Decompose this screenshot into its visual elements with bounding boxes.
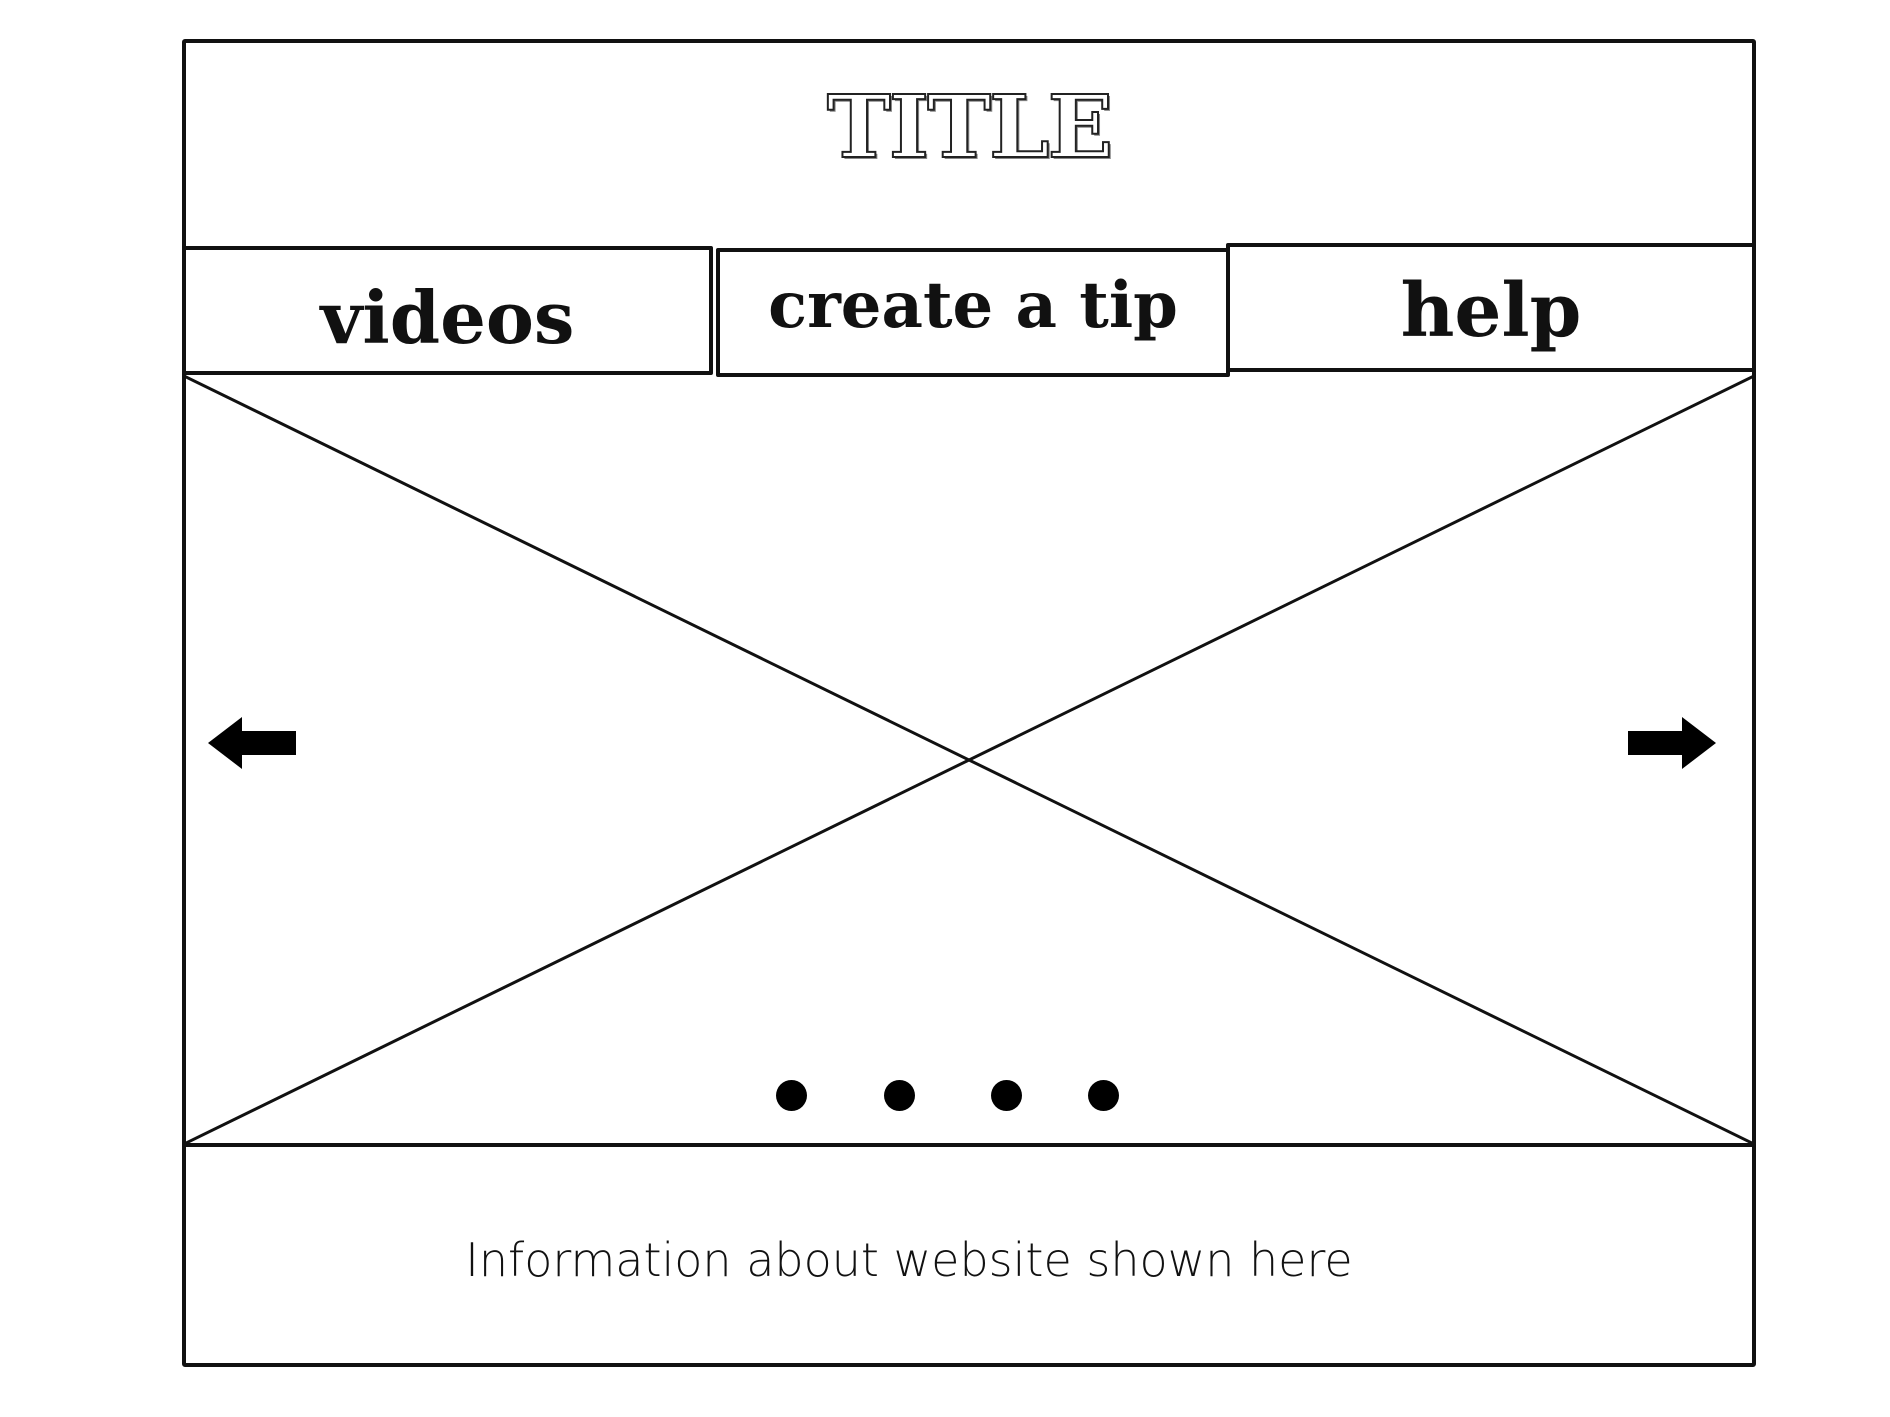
carousel-dots [766, 1080, 1126, 1116]
carousel-dot-3[interactable] [991, 1080, 1022, 1111]
wireframe-frame [182, 39, 1756, 1367]
carousel-dot-1[interactable] [776, 1080, 807, 1111]
arrow-left-icon[interactable] [208, 715, 298, 771]
arrow-right-icon[interactable] [1626, 715, 1716, 771]
footer-divider [182, 1143, 1756, 1147]
tab-create-a-tip[interactable]: create a tip [716, 248, 1230, 377]
carousel-dot-4[interactable] [1088, 1080, 1119, 1111]
carousel-dot-2[interactable] [884, 1080, 915, 1111]
footer-info: Information about website shown here [465, 1233, 1353, 1287]
tab-help[interactable]: help [1226, 243, 1756, 372]
tab-videos[interactable]: videos [182, 246, 713, 375]
page-title: TITLE [826, 77, 1114, 179]
image-carousel [182, 375, 1756, 1145]
image-placeholder [182, 375, 1756, 1145]
